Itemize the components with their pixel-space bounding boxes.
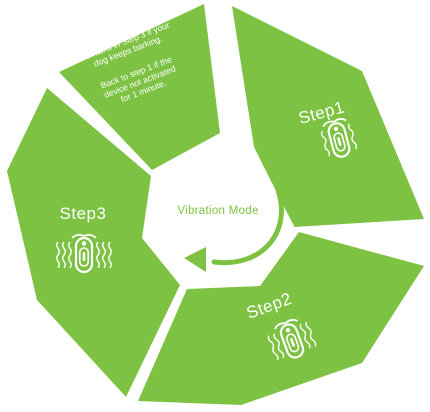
segment-note xyxy=(59,4,220,170)
segment-step3 xyxy=(7,88,180,397)
curved-arrow-icon xyxy=(184,187,284,272)
segment-step2 xyxy=(138,232,424,405)
center-label: Vibration Mode xyxy=(177,205,258,217)
center-hub xyxy=(143,138,294,281)
step3-label: Step3 xyxy=(60,204,107,223)
segment-step1 xyxy=(232,6,424,227)
